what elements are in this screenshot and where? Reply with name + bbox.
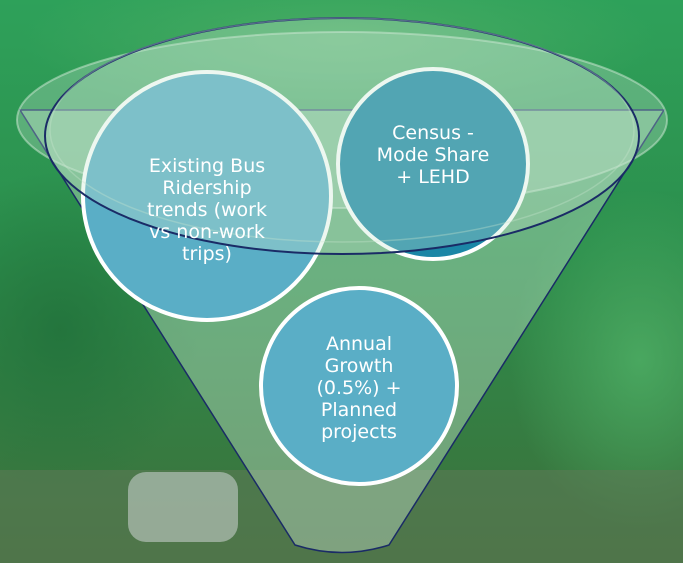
ground-strip <box>0 470 683 563</box>
tree-canopy-right <box>510 190 683 530</box>
circle-annual-growth <box>259 286 459 486</box>
bus-shape <box>128 472 238 542</box>
funnel-mouth-highlight <box>49 17 635 243</box>
circle-census <box>336 67 530 261</box>
circle-bus-ridership <box>81 70 333 322</box>
funnel-mouth <box>44 17 640 255</box>
